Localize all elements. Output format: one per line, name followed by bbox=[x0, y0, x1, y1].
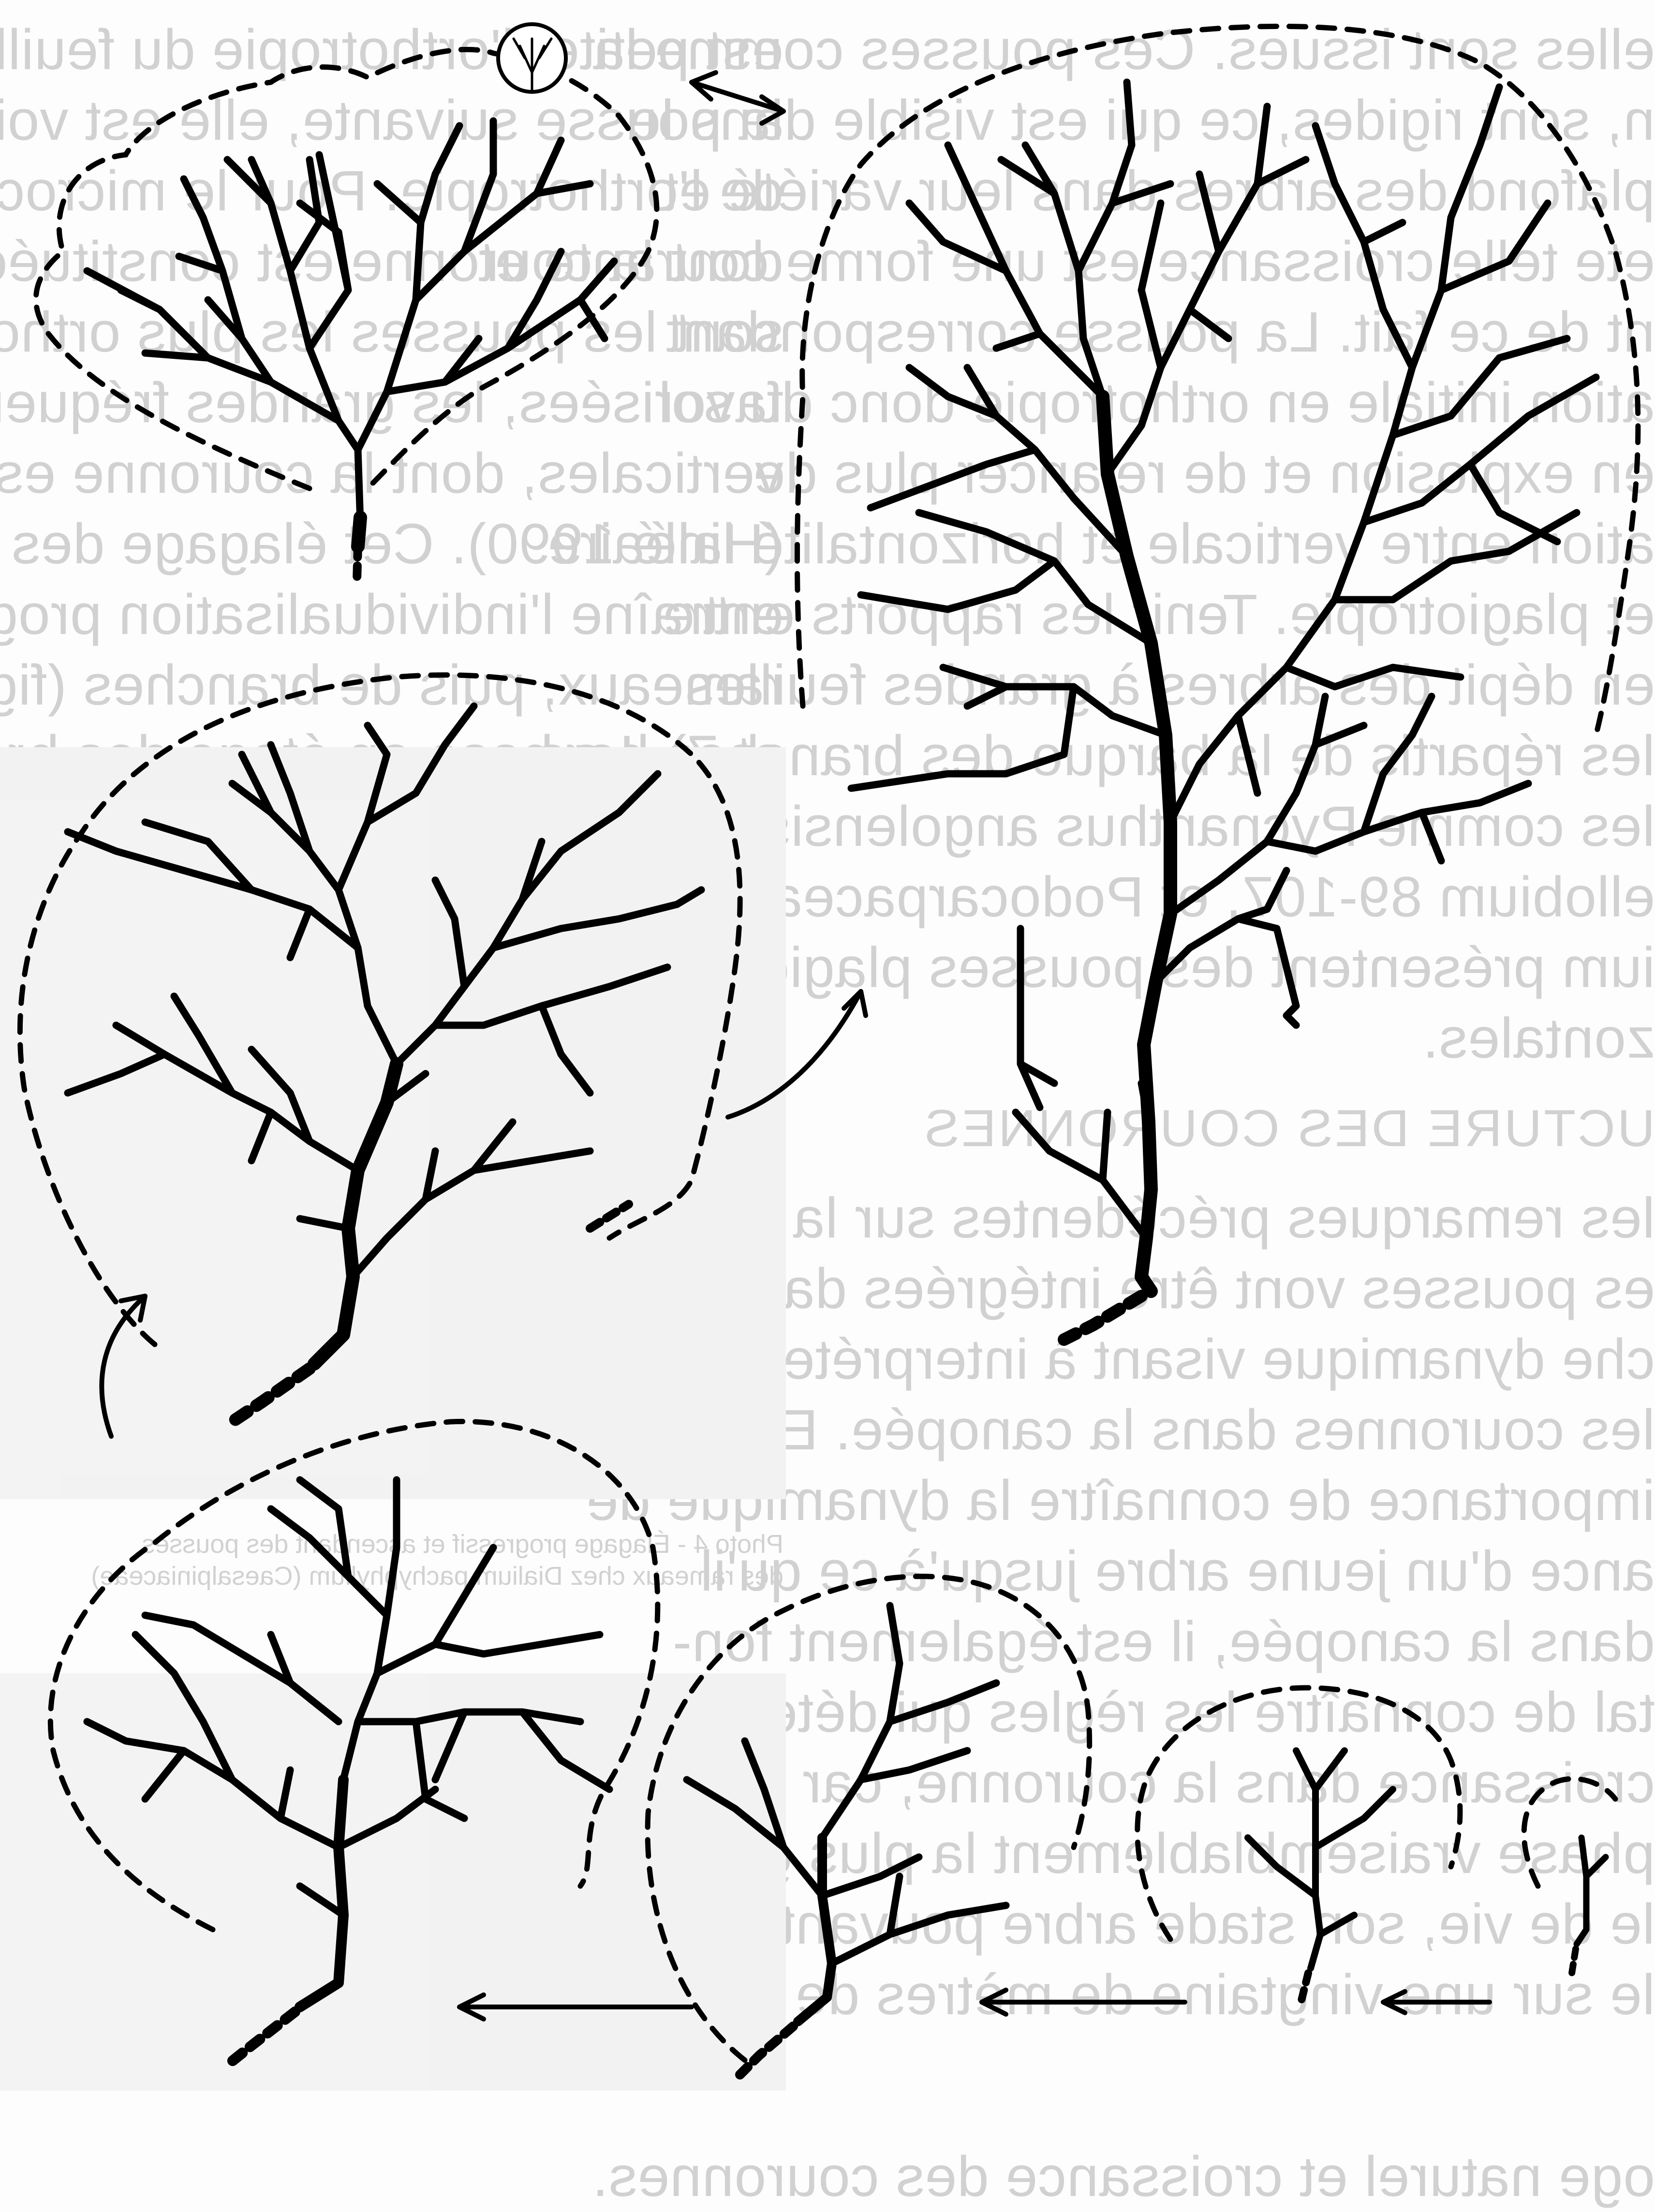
tree-large-right-root-dots bbox=[1064, 1296, 1141, 1340]
tree-large-right-trunk bbox=[1103, 397, 1170, 1291]
crown-outline-seedling bbox=[1524, 1779, 1615, 1886]
tree-middle-left-branches bbox=[68, 706, 701, 1277]
tree-seedling-stem bbox=[1577, 1838, 1606, 1944]
crown-outline-bottom-right-small bbox=[1138, 1688, 1460, 1939]
tree-bottom-left-branches bbox=[87, 1480, 609, 1915]
arrow-bottom-1 bbox=[459, 1995, 692, 2019]
tree-large-right-branches bbox=[851, 82, 1596, 1238]
tree-bottom-left-root-dots bbox=[227, 2012, 295, 2065]
tree-bottom-middle-trunk bbox=[798, 1838, 832, 2021]
tree-bottom-right-small bbox=[1138, 1688, 1460, 2002]
tree-bottom-right-small-branches bbox=[1248, 1751, 1393, 1968]
tree-top-left-branches bbox=[87, 121, 614, 522]
tree-middle-left-tip-dots bbox=[590, 1204, 629, 1228]
tree-middle-left-root-dots bbox=[232, 1369, 310, 1422]
tree-top-left bbox=[36, 24, 657, 580]
double-arrow bbox=[692, 73, 783, 123]
tree-top-left-root-dots bbox=[357, 546, 358, 580]
text-line: oge naturel et croissance des couronnes. bbox=[851, 2141, 1655, 2212]
tree-bottom-left bbox=[50, 1421, 658, 2065]
tree-top-left-trunk bbox=[358, 517, 360, 546]
crown-outline-bottom-middle bbox=[648, 1577, 1090, 2060]
curved-arrow-to-right-tree bbox=[728, 991, 866, 1117]
tree-bottom-middle-root-dots bbox=[740, 2026, 793, 2075]
arrow-bottom-2 bbox=[982, 1990, 1185, 2014]
tree-bottom-middle-branches bbox=[687, 1606, 1006, 1963]
arrow-bottom-3 bbox=[1383, 1991, 1490, 2013]
tree-large-right bbox=[797, 26, 1638, 1340]
tree-seedling bbox=[1524, 1779, 1615, 1973]
tree-middle-left-trunk bbox=[314, 1064, 397, 1364]
tree-bottom-right-small-root-dots bbox=[1301, 1973, 1308, 2002]
tree-middle-left bbox=[20, 675, 740, 1422]
curved-arrow-up-left bbox=[102, 1296, 145, 1436]
crown-outline-bottom-left bbox=[50, 1421, 658, 1930]
tree-growth-diagram bbox=[0, 0, 1655, 2091]
tree-seedling-root-dots bbox=[1572, 1949, 1576, 1973]
